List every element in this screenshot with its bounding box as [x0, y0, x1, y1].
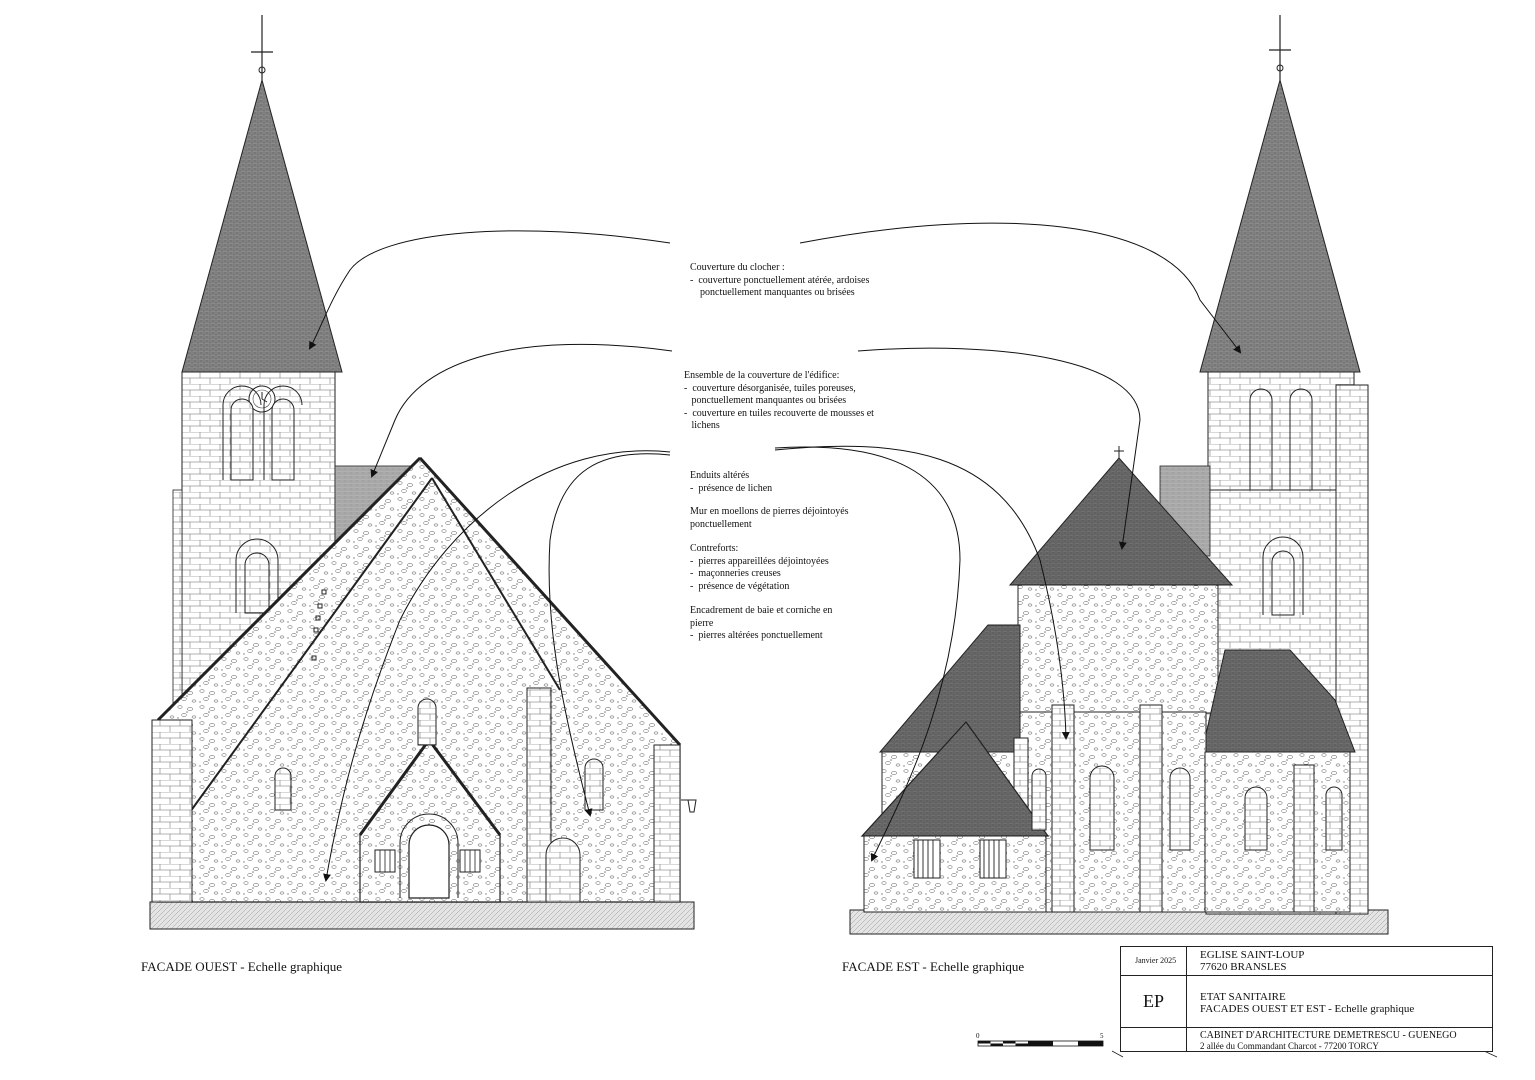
- facade-ouest: [149, 15, 697, 930]
- note-couverture-clocher: Couverture du clocher :- couverture ponc…: [690, 262, 870, 298]
- ground-ouest: [149, 901, 695, 930]
- apse-wall-est: [863, 835, 1047, 913]
- project-name: EGLISE SAINT-LOUP: [1200, 949, 1305, 961]
- porch-door: [408, 824, 450, 899]
- leader-lines: [309, 222, 1242, 882]
- project-address: 77620 BRANSLES: [1200, 961, 1287, 973]
- spire-est: [1199, 78, 1361, 373]
- firm-name: CABINET D'ARCHITECTURE DEMETRESCU - GUEN…: [1200, 1030, 1457, 1041]
- caption-facade-est: FACADE EST - Echelle graphique: [842, 959, 1025, 974]
- date-label: Janvier 2025: [1135, 956, 1177, 965]
- note-couverture-edifice: Ensemble de la couverture de l'édifice:-…: [684, 370, 874, 431]
- scale-start-label: 0: [976, 1032, 980, 1040]
- scale-end-label: 5: [1100, 1032, 1104, 1040]
- sheet-code: EP: [1143, 991, 1165, 1011]
- graphic-scale: [977, 1040, 1104, 1047]
- sheet-title: FACADES OUEST ET EST - Echelle graphique: [1200, 1003, 1415, 1015]
- note-contreforts: Contreforts:- pierres appareillées déjoi…: [690, 543, 829, 592]
- title-block: Janvier 2025 EGLISE SAINT-LOUP 77620 BRA…: [1120, 946, 1493, 1052]
- facade-est: [849, 15, 1389, 935]
- note-enduits: Enduits altérés- présence de lichen: [690, 470, 773, 494]
- caption-facade-ouest: FACADE OUEST - Echelle graphique: [141, 959, 342, 974]
- firm-address: 2 allée du Commandant Charcot - 77200 TO…: [1200, 1041, 1379, 1051]
- spire-ouest: [181, 78, 343, 373]
- phase-label: ETAT SANITAIRE: [1200, 991, 1286, 1003]
